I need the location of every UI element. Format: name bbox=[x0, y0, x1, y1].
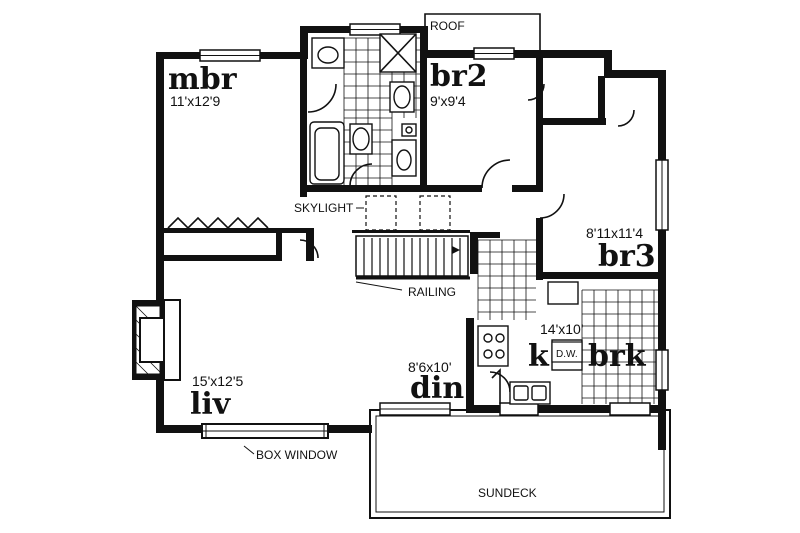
mbr-size: 11'x12'9 bbox=[170, 93, 220, 109]
mbr-label: mbr bbox=[168, 62, 238, 97]
skylight-label: SKYLIGHT bbox=[294, 201, 354, 215]
k-size: 14'x10' bbox=[540, 321, 584, 337]
sundeck-inner-line bbox=[375, 415, 665, 513]
stairs bbox=[355, 235, 470, 280]
dishwasher-label: D.W. bbox=[556, 349, 578, 360]
box-window bbox=[201, 423, 329, 439]
windows bbox=[199, 23, 669, 416]
box-window-label: BOX WINDOW bbox=[256, 448, 338, 462]
railing-label: RAILING bbox=[408, 285, 456, 299]
br2-label: br2 bbox=[430, 59, 488, 94]
din-size: 8'6x10' bbox=[408, 359, 452, 375]
br3-size: 8'11x11'4 bbox=[586, 225, 643, 241]
mbr-closet-doors bbox=[167, 216, 269, 230]
liv-label: liv bbox=[190, 387, 232, 422]
dishwasher-box bbox=[551, 341, 583, 363]
brk-label: brk bbox=[588, 339, 647, 374]
din-label: din bbox=[410, 371, 464, 406]
fireplace bbox=[135, 299, 181, 381]
sundeck-outline bbox=[369, 409, 671, 519]
bath-fixtures bbox=[309, 33, 417, 185]
br3-label: br3 bbox=[598, 239, 656, 274]
sundeck-label: SUNDECK bbox=[478, 486, 537, 500]
liv-size: 15'x12'5 bbox=[192, 373, 243, 389]
br2-size: 9'x9'4 bbox=[430, 93, 466, 109]
k-label: k bbox=[528, 339, 550, 374]
kitchen-fixtures bbox=[477, 281, 583, 405]
roof-label: ROOF bbox=[430, 19, 465, 33]
door-swings bbox=[299, 83, 635, 393]
skylight bbox=[356, 195, 451, 231]
box-window-leader bbox=[243, 445, 255, 455]
